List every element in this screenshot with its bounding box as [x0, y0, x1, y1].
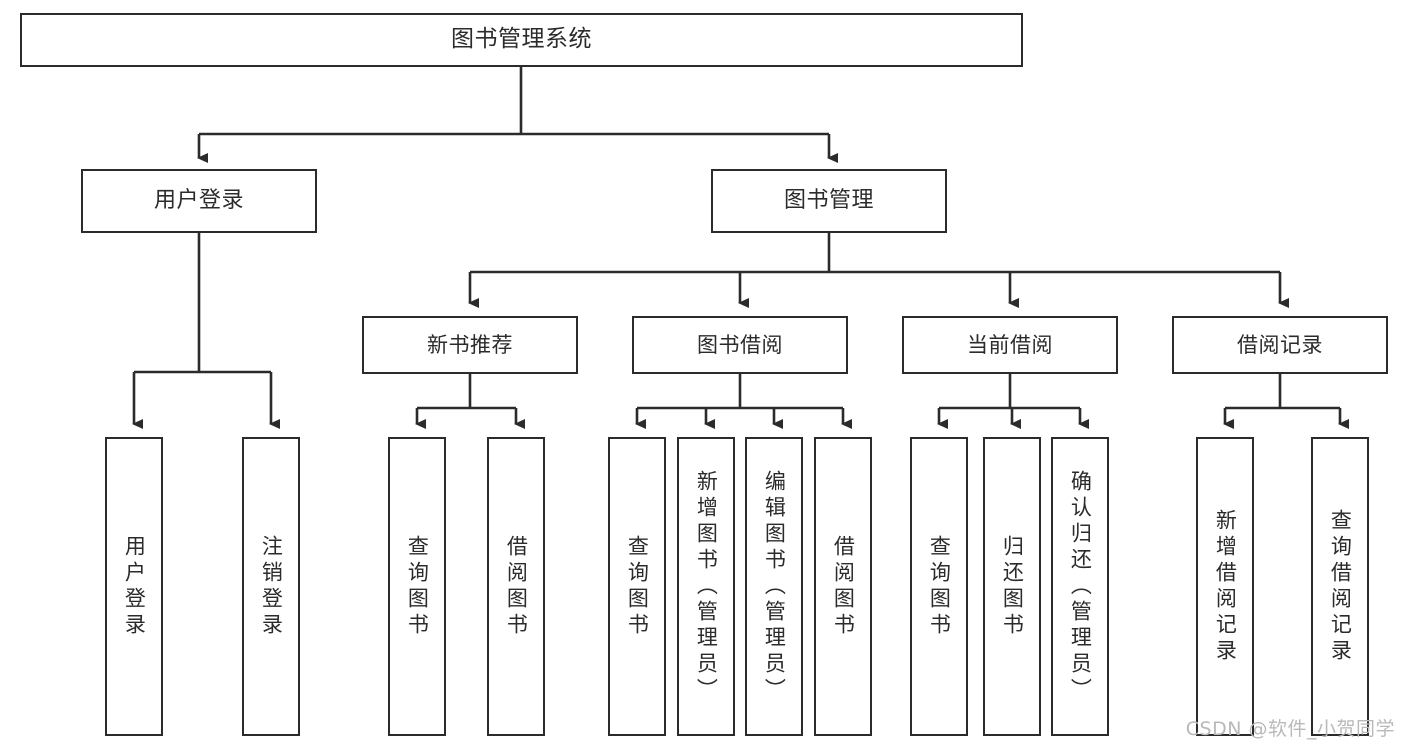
node-borrow-record[interactable]: 借阅记录 — [1172, 316, 1388, 374]
node-label: 查询图书 — [405, 534, 430, 639]
leaf-borrow-book-recommend[interactable]: 借阅图书 — [487, 437, 545, 736]
node-label: 图书借阅 — [697, 332, 783, 357]
leaf-borrow-book[interactable]: 借阅图书 — [814, 437, 872, 736]
leaf-return-book[interactable]: 归还图书 — [983, 437, 1041, 736]
node-book-borrow[interactable]: 图书借阅 — [632, 316, 848, 374]
node-label: 查询借阅记录 — [1328, 508, 1353, 665]
node-book-management[interactable]: 图书管理 — [711, 169, 947, 233]
node-label: 借阅记录 — [1237, 332, 1323, 357]
node-label: 查询图书 — [927, 534, 952, 639]
node-label: 编辑图书（管理员） — [762, 469, 787, 704]
node-label: 图书管理 — [783, 188, 874, 214]
node-label: 确认归还（管理员） — [1068, 469, 1093, 704]
edges-borrowrecord-to-leaves — [1223, 374, 1349, 429]
node-label: 归还图书 — [1000, 534, 1025, 639]
leaf-user-logout[interactable]: 注销登录 — [242, 437, 300, 736]
node-label: 借阅图书 — [504, 534, 529, 639]
node-label: 新增借阅记录 — [1213, 508, 1238, 665]
edges-bookmanage-to-level3 — [468, 233, 1289, 308]
node-current-borrow[interactable]: 当前借阅 — [902, 316, 1118, 374]
node-label: 借阅图书 — [831, 534, 856, 639]
leaf-edit-book-admin[interactable]: 编辑图书（管理员） — [745, 437, 803, 736]
node-label: 查询图书 — [625, 534, 650, 639]
node-label: 新增图书（管理员） — [694, 469, 719, 704]
edges-newbookrec-to-leaves — [415, 374, 525, 429]
leaf-query-book-current[interactable]: 查询图书 — [910, 437, 968, 736]
node-label: 当前借阅 — [967, 332, 1053, 357]
node-label: 图书管理系统 — [451, 26, 592, 53]
node-label: 用户登录 — [122, 534, 147, 639]
leaf-confirm-return-admin[interactable]: 确认归还（管理员） — [1051, 437, 1109, 736]
node-label: 注销登录 — [259, 534, 284, 639]
node-label: 新书推荐 — [427, 332, 513, 357]
leaf-add-book-admin[interactable]: 新增图书（管理员） — [677, 437, 735, 736]
edges-bookborrow-to-leaves — [635, 374, 852, 429]
node-label: 用户登录 — [153, 188, 244, 214]
edges-currentborrow-to-leaves — [937, 374, 1089, 429]
leaf-query-book-borrow[interactable]: 查询图书 — [608, 437, 666, 736]
leaf-add-borrow-record[interactable]: 新增借阅记录 — [1196, 437, 1254, 736]
edges-userlogin-to-leaves — [132, 233, 280, 429]
watermark-text: CSDN @软件_小贺同学 — [1185, 718, 1395, 740]
leaf-query-borrow-record[interactable]: 查询借阅记录 — [1311, 437, 1369, 736]
leaf-user-login[interactable]: 用户登录 — [105, 437, 163, 736]
node-root-book-management-system[interactable]: 图书管理系统 — [20, 13, 1023, 67]
edges-root-to-level2 — [197, 67, 838, 163]
node-user-login[interactable]: 用户登录 — [81, 169, 317, 233]
node-new-book-recommend[interactable]: 新书推荐 — [362, 316, 578, 374]
leaf-query-book-recommend[interactable]: 查询图书 — [388, 437, 446, 736]
